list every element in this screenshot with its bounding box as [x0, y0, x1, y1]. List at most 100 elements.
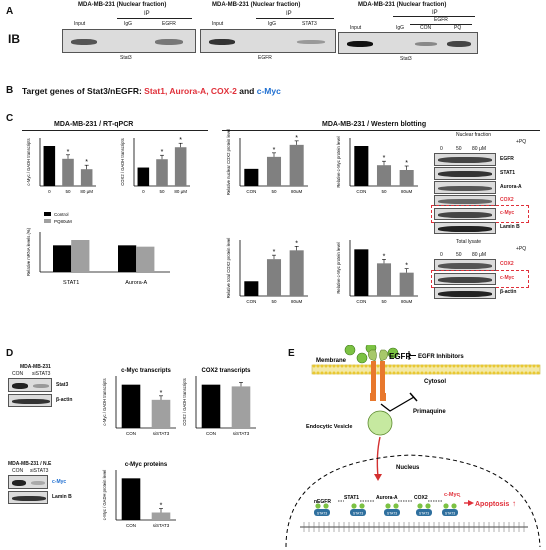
tick-label: CON: [356, 299, 366, 304]
tick-label: 0: [142, 189, 145, 194]
lipid-head: [444, 364, 448, 368]
bar: [399, 272, 414, 296]
lipid-head: [476, 364, 480, 368]
panel-b-red-genes: Stat1, Aurora-A, COX-2: [144, 86, 237, 96]
lipid-head: [388, 364, 392, 368]
lipid-head: [420, 364, 424, 368]
lipid-head: [512, 364, 516, 368]
lipid-head: [432, 364, 436, 368]
lipid-head: [484, 364, 488, 368]
d-blot1-lane-0: CON: [12, 371, 24, 377]
blot-a2-lane-stat3: STAT3: [302, 21, 317, 27]
bar: [354, 146, 369, 186]
tick-label: 80uM: [291, 299, 303, 304]
panel-e-diagram: Membrane EGFR EGFR Inhibitors Cytosol Pr…: [285, 345, 541, 547]
blot-a3-lane-input: Input: [350, 25, 362, 31]
tick-label: 50: [381, 189, 387, 194]
phospho-p: [323, 503, 329, 509]
egfr-receptor: [368, 349, 388, 401]
significance-star: *: [160, 503, 163, 510]
bar: [266, 156, 282, 186]
lipid-head: [464, 371, 468, 375]
bar: [174, 147, 187, 186]
nuclear-dose-1: 50: [456, 146, 462, 152]
tick-label: 0: [48, 189, 51, 194]
lipid-head: [316, 364, 320, 368]
lipid-head: [528, 371, 532, 375]
lipid-head: [340, 371, 344, 375]
y-axis-label: c-Myc / GADH transcripts: [26, 138, 31, 185]
significance-star: *: [161, 149, 164, 156]
tick-label: 80uM: [401, 299, 413, 304]
tick-label: siSTAT3: [233, 431, 250, 436]
tick-label: CON: [246, 189, 256, 194]
bar: [137, 167, 150, 186]
lipid-head: [532, 371, 536, 375]
tick-label: CON: [126, 523, 136, 528]
blot-a2-lane-igg: IgG: [268, 21, 277, 27]
lipid-head: [500, 364, 504, 368]
nuclear-dose-0: 0: [440, 146, 443, 152]
panel-d-letter: D: [6, 348, 14, 359]
total-pq: +PQ: [516, 246, 527, 252]
lipid-head: [436, 371, 440, 375]
significance-star: *: [405, 263, 408, 270]
d-blot1-marker-0: Stat3: [56, 382, 69, 388]
lipid-head: [536, 371, 540, 375]
lipid-head: [392, 371, 396, 375]
chart-title: COX2 transcripts: [201, 368, 251, 374]
lipid-head: [480, 371, 484, 375]
chart-title: c-Myc transcripts: [121, 368, 171, 374]
tick-label: CON: [246, 299, 256, 304]
lipid-head: [452, 364, 456, 368]
apoptosis-up-arrow: ↑: [512, 499, 516, 508]
significance-star: *: [85, 159, 88, 166]
lipid-head: [536, 364, 540, 368]
lipid-head: [452, 371, 456, 375]
stat3-label: STAT3: [353, 512, 363, 516]
blot-a2: MDA-MB-231 (Nuclear fraction) IP Input I…: [200, 2, 338, 67]
blot-a1-target: Stat3: [120, 55, 132, 61]
total-marker-2: β-actin: [500, 289, 517, 295]
stat3-dimer: [442, 509, 458, 516]
endocytic-vesicle: [367, 410, 393, 436]
nucleus-label: Nucleus: [396, 465, 420, 471]
lipid-head: [352, 364, 356, 368]
lipid-head: [504, 364, 508, 368]
bar: [121, 384, 141, 428]
bar: [244, 281, 259, 296]
total-marker-0: COX2: [500, 261, 514, 267]
lipid-head: [448, 364, 452, 368]
lipid-head: [448, 371, 452, 375]
panel-b-and: and: [236, 86, 257, 96]
path-aurora: Aurora-A: [376, 495, 398, 501]
lipid-head: [476, 371, 480, 375]
legend-label: PQ80uM: [54, 219, 72, 224]
blot-a3-lane-igg: IgG: [396, 25, 405, 31]
lipid-head: [432, 371, 436, 375]
phospho-p: [443, 503, 449, 509]
d-blot1-lane-1: siSTAT3: [32, 371, 51, 377]
stat3-dimer: [314, 509, 330, 516]
bar: [244, 168, 259, 186]
lipid-head: [440, 371, 444, 375]
total-dose-1: 50: [456, 252, 462, 258]
d-blot2-lane-0: CON: [12, 468, 24, 474]
lipid-head: [424, 371, 428, 375]
lipid-head: [396, 371, 400, 375]
d-blot2-lane-1: siSTAT3: [30, 468, 49, 474]
blot-a1-lane-egfr: EGFR: [162, 21, 176, 27]
significance-star: *: [405, 160, 408, 167]
lipid-head: [440, 364, 444, 368]
lipid-head: [480, 364, 484, 368]
d-blot1-marker-1: β-actin: [56, 397, 73, 403]
lipid-head: [496, 371, 500, 375]
panel-a-letter: A: [6, 6, 14, 17]
tick-label: STAT1: [63, 280, 79, 286]
tick-label: siSTAT3: [153, 431, 170, 436]
lipid-head: [412, 364, 416, 368]
nuclear-marker-4: c-Myc: [500, 210, 515, 216]
bar: [151, 512, 171, 520]
